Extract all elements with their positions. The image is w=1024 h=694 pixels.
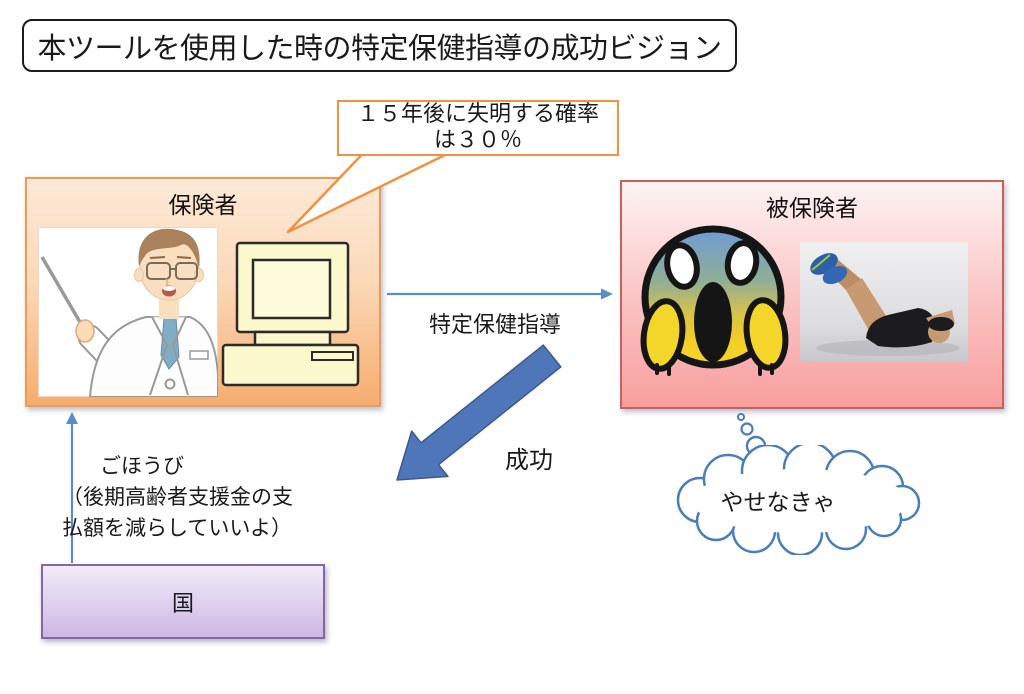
doctor-illustration (38, 227, 218, 397)
insurer-label: 保険者 (168, 193, 238, 219)
thought-cloud-text: やせなきゃ (720, 490, 836, 516)
government-panel: 国 (41, 564, 325, 639)
scream-emoji-icon (640, 225, 789, 376)
blindness-risk-callout: １５年後に失明する確率 は３０％ (337, 100, 619, 156)
slide-title: 本ツールを使用した時の特定保健指導の成功ビジョン (22, 19, 737, 72)
callout-tail (286, 153, 447, 234)
government-label: 国 (171, 591, 194, 617)
success-arrow (396, 344, 562, 481)
thought-cloud (676, 445, 921, 555)
guidance-arrow (387, 288, 613, 300)
pointer-stick (40, 256, 86, 330)
reward-line-2: （後期高齢者支援金の支 (62, 485, 293, 509)
crunch-exercise-photo (800, 242, 968, 362)
computer-icon (221, 241, 360, 387)
reward-text: ごほうび （後期高齢者支援金の支 払額を減らしていいよ） (62, 451, 293, 544)
reward-line-1: ごほうび (100, 454, 184, 478)
callout-line-1: １５年後に失明する確率 (356, 102, 599, 127)
glasses-icon (146, 262, 171, 280)
success-label: 成功 (505, 446, 553, 474)
callout-line-2: は３０％ (433, 128, 522, 153)
guidance-arrow-label: 特定保健指導 (428, 313, 561, 338)
slide-title-text: 本ツールを使用した時の特定保健指導の成功ビジョン (37, 30, 722, 65)
insured-label: 被保険者 (766, 196, 858, 222)
reward-line-3: 払額を減らしていいよ） (62, 516, 292, 540)
reward-arrow (66, 412, 78, 563)
